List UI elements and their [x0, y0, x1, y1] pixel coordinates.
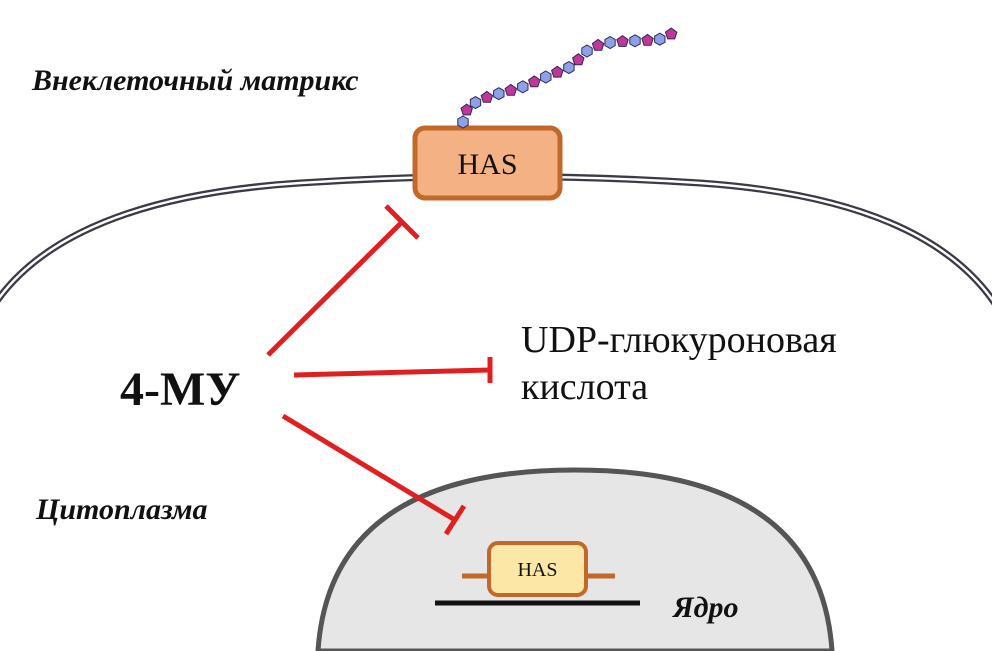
extracellular-matrix-label: Внеклеточный матрикс	[31, 64, 359, 97]
has-enzyme-label: HAS	[457, 148, 517, 181]
inhibition-arrow-udp-glucuronic-acid	[293, 357, 493, 383]
has-gene-label: HAS	[517, 559, 557, 581]
n-acetylglucosamine-unit	[551, 65, 564, 78]
n-acetylglucosamine-unit	[504, 83, 518, 96]
udp-glucuronic-acid-label-line2: кислота	[521, 366, 648, 408]
n-acetylglucosamine-unit	[480, 90, 494, 103]
has-gene: HAS	[462, 541, 615, 597]
glucuronic-acid-unit	[469, 96, 482, 110]
inhibition-arrow-has-enzyme	[266, 204, 420, 357]
inhibitor-4mu-label: 4-МУ	[120, 363, 241, 416]
n-acetylglucosamine-unit	[616, 34, 629, 47]
inhibition-arrow-has-gene	[281, 413, 467, 536]
glucuronic-acid-unit	[457, 115, 469, 129]
n-acetylglucosamine-unit	[664, 27, 678, 40]
hyaluronan-chain-icon	[457, 27, 678, 129]
glucuronic-acid-unit	[629, 34, 641, 48]
cytoplasm-label: Цитоплазма	[35, 493, 208, 526]
has-enzyme: HAS	[412, 125, 563, 201]
n-acetylglucosamine-unit	[591, 38, 605, 51]
glucuronic-acid-unit	[517, 80, 529, 94]
glucuronic-acid-unit	[604, 35, 616, 50]
inhibition-arrows	[266, 204, 493, 536]
n-acetylglucosamine-unit	[528, 75, 541, 88]
n-acetylglucosamine-unit	[572, 53, 585, 66]
glucuronic-acid-unit	[563, 61, 575, 75]
glucuronic-acid-unit	[654, 32, 666, 46]
glucuronic-acid-unit	[540, 70, 552, 84]
glucuronic-acid-unit	[493, 87, 505, 101]
glucuronic-acid-unit	[581, 44, 593, 58]
n-acetylglucosamine-unit	[460, 103, 473, 116]
nucleus-label: Ядро	[672, 591, 739, 624]
n-acetylglucosamine-unit	[641, 33, 654, 46]
udp-glucuronic-acid-label-line1: UDP-глюкуроновая	[521, 319, 837, 361]
